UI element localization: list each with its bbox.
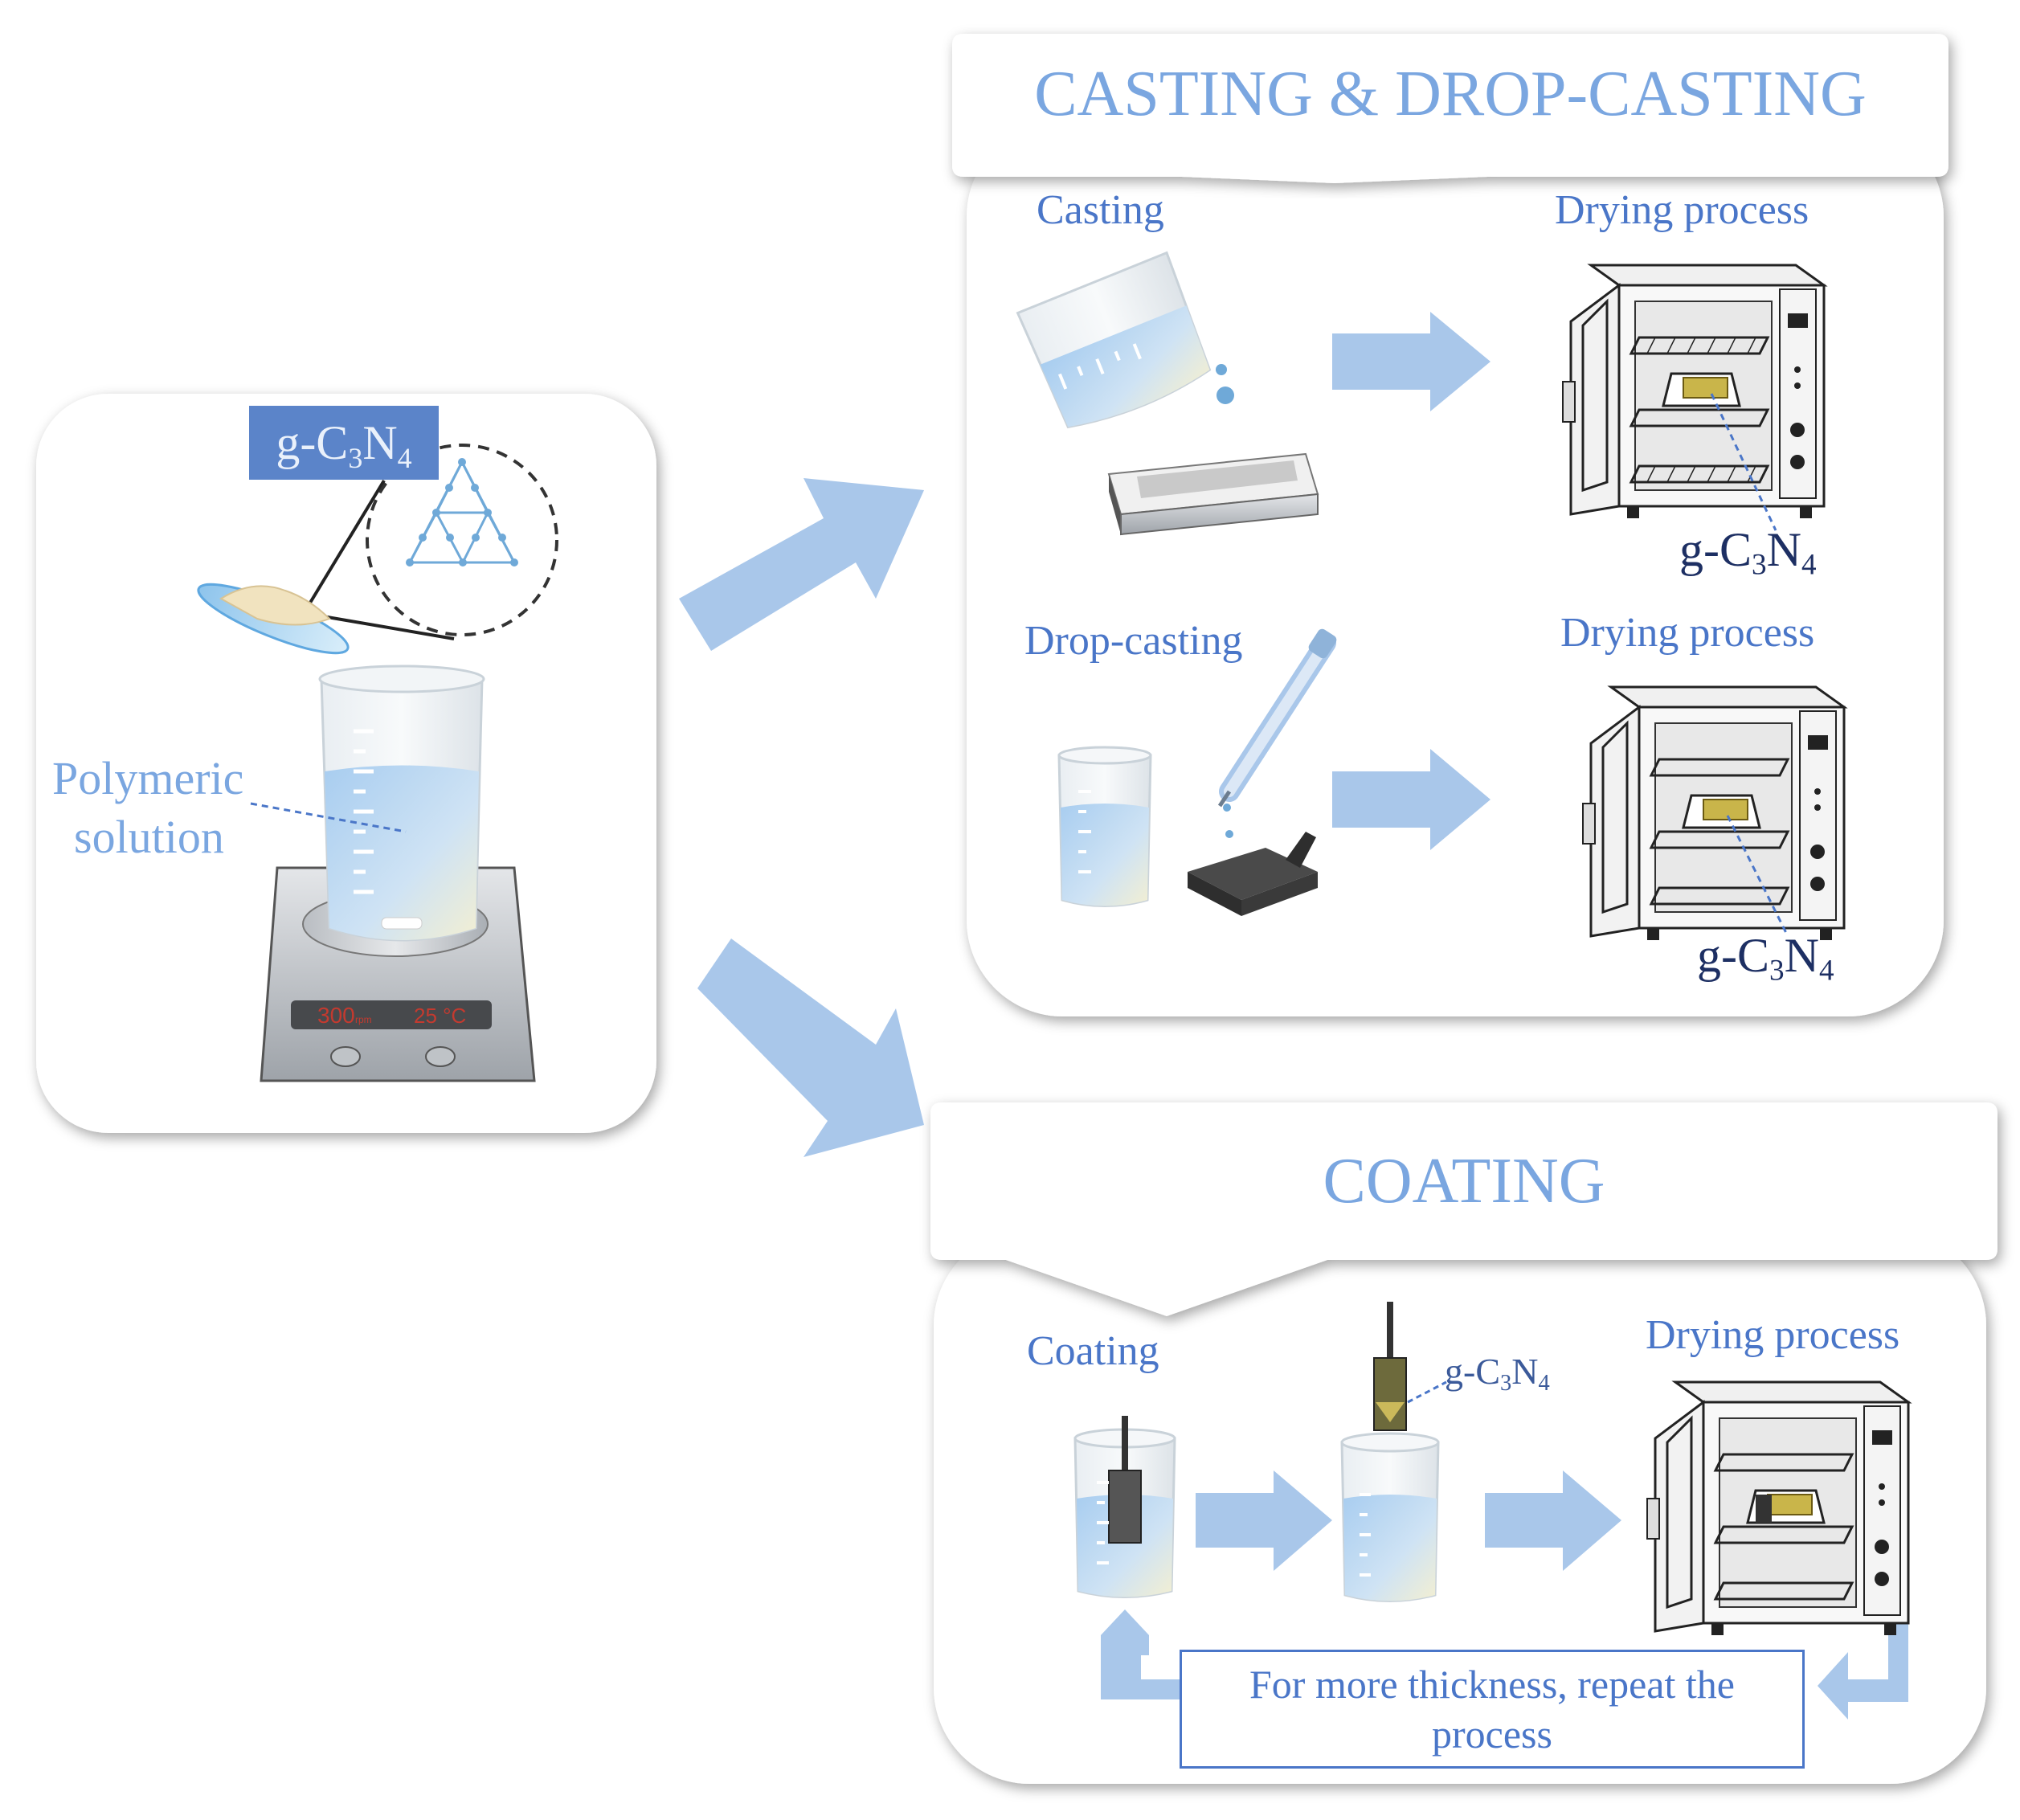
polymeric-label-line2: solution	[74, 811, 224, 863]
casting-label: Casting	[1037, 187, 1164, 233]
repeat-arrow-left	[1101, 1609, 1181, 1699]
arrow-coating-2	[1485, 1470, 1621, 1571]
repeat-note-line2: process	[1432, 1712, 1552, 1757]
arrow-casting-to-drying	[1332, 312, 1490, 411]
arrow-to-casting	[679, 478, 924, 651]
rpm-value: 300	[317, 1003, 355, 1028]
pouring-beaker	[1016, 251, 1234, 429]
substrate-holder	[1188, 832, 1318, 916]
gcn-label-oven-1: g-C3N4	[1679, 523, 1817, 582]
oven-1-pointer	[1710, 393, 1777, 531]
repeat-arrow-right	[1818, 1623, 1908, 1720]
gcn-molecule-illustration	[197, 444, 558, 655]
coating-title: COATING	[1323, 1146, 1605, 1217]
arrow-coating-1	[1196, 1470, 1332, 1571]
pipette	[1217, 628, 1337, 838]
gcn-label-oven-2: g-C3N4	[1697, 929, 1834, 988]
rpm-unit: rpm	[355, 1014, 372, 1025]
casting-title: CASTING & DROP-CASTING	[1034, 59, 1867, 129]
dropcasting-label: Drop-casting	[1024, 618, 1243, 664]
drying-label-2: Drying process	[1560, 610, 1815, 656]
beaker-main	[250, 665, 485, 942]
gcn-label-coating: g-C3N4	[1445, 1351, 1550, 1396]
drying-label-1: Drying process	[1555, 187, 1809, 233]
coating-title-banner	[930, 1102, 1998, 1316]
coating-panel	[930, 1102, 1998, 1784]
oven-1	[1562, 264, 1828, 518]
coating-beaker-2	[1340, 1302, 1447, 1602]
polymeric-label-line1: Polymeric	[52, 752, 244, 804]
casting-mold	[1107, 452, 1319, 536]
gcn-badge: g-C3N4	[249, 406, 439, 480]
oven-2	[1582, 685, 1848, 940]
arrow-dropcasting-to-drying	[1332, 749, 1490, 850]
oven-3	[1646, 1380, 1912, 1635]
drying-label-3: Drying process	[1646, 1312, 1900, 1358]
arrow-to-coating	[697, 939, 924, 1157]
repeat-note-box: For more thickness, repeat the process	[1180, 1650, 1805, 1769]
repeat-note-line1: For more thickness, repeat the	[1249, 1662, 1735, 1707]
small-beaker-drop	[1057, 746, 1152, 907]
coating-beaker-1	[1073, 1416, 1176, 1598]
casting-title-banner	[952, 34, 1948, 183]
coating-label: Coating	[1027, 1328, 1159, 1374]
temp-value: 25 °C	[414, 1004, 466, 1028]
